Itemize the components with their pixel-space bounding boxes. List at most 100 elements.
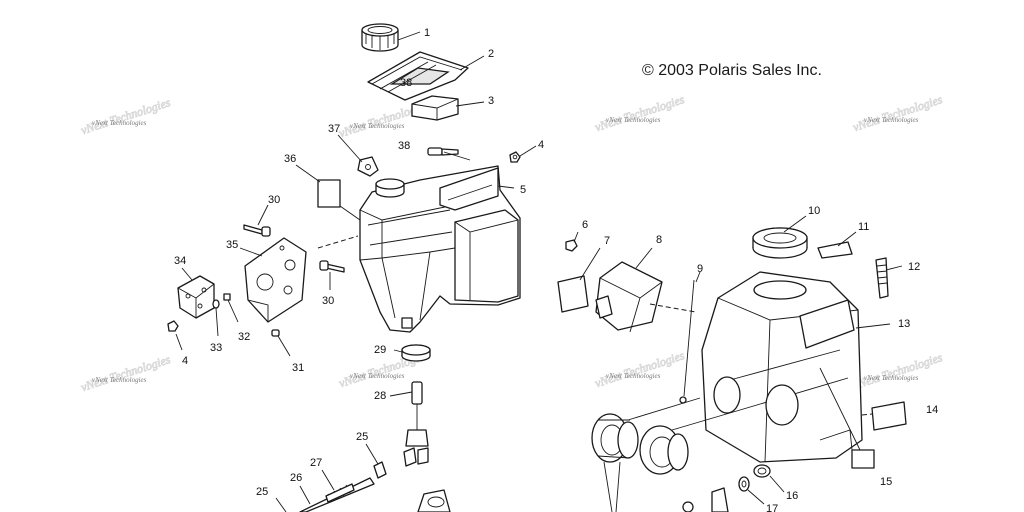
part-sensor-28 [403, 381, 429, 467]
callout-7: 7 [604, 235, 610, 247]
callout-30-top: 30 [268, 194, 280, 206]
alignment-line-8-9 [649, 303, 697, 313]
callout-4-top: 4 [538, 139, 544, 151]
watermark-text: vNext Technologies [606, 116, 661, 124]
callout-15: 15 [880, 476, 892, 488]
copyright-notice: © 2003 Polaris Sales Inc. [642, 62, 822, 79]
callout-30-bottom: 30 [322, 295, 334, 307]
part-screw-30-bottom [319, 260, 345, 273]
part-clamp-bottom [682, 501, 694, 512]
callout-38-left: 38 [398, 140, 410, 152]
callout-2: 2 [488, 48, 494, 60]
part-nut-4-top [509, 151, 521, 163]
part-bracket-bottom [711, 487, 729, 512]
part-screw-31 [271, 329, 280, 337]
callout-13: 13 [898, 318, 910, 330]
watermark-ghost: vNext Technologies [79, 352, 172, 394]
watermark-text: vNext Technologies [606, 372, 661, 380]
watermark-ghost: vNext Technologies [593, 348, 686, 390]
watermark-text: vNext Technologies [864, 374, 919, 382]
part-pin-9 [679, 279, 695, 404]
alignment-line-36-5 [317, 235, 359, 249]
part-bracket-35 [244, 237, 307, 323]
callout-3: 3 [488, 95, 494, 107]
watermark-8: vNext Technologies vNext Technologies [851, 350, 945, 393]
part-decal-11 [817, 241, 853, 259]
part-nut-4-left [167, 320, 179, 332]
watermark-text: vNext Technologies [92, 376, 147, 384]
callout-34: 34 [174, 255, 186, 267]
boot-leader-lines [603, 397, 741, 512]
part-cover [367, 51, 469, 101]
callout-33: 33 [210, 342, 222, 354]
leader-lines [175, 31, 903, 512]
callout-17: 17 [766, 503, 778, 512]
watermark-text: vNext Technologies [350, 122, 405, 130]
part-housing-22 [417, 489, 451, 512]
callout-16: 16 [786, 490, 798, 502]
callout-12: 12 [908, 261, 920, 273]
part-block [411, 95, 459, 121]
watermark-ghost: vNext Technologies [851, 350, 944, 392]
callout-25-right: 25 [356, 431, 368, 443]
part-screw-30-top [243, 224, 271, 237]
alignment-line-13-14 [861, 413, 873, 416]
watermark-4: vNext Technologies vNext Technologies [851, 92, 945, 135]
part-sleeve-25-top [373, 461, 387, 479]
callout-37: 37 [328, 123, 340, 135]
part-boot-right [639, 425, 689, 475]
callout-1: 1 [424, 27, 430, 39]
part-bolt-38 [427, 147, 459, 156]
callout-27: 27 [310, 457, 322, 469]
part-switch-34 [177, 275, 215, 319]
part-grommet-16 [753, 464, 771, 478]
part-airbox-13 [701, 271, 863, 463]
callout-4-left: 4 [182, 355, 188, 367]
callout-32: 32 [238, 331, 250, 343]
callout-labels: 1 2 3 4 5 6 7 8 9 10 11 12 13 14 15 16 1… [174, 27, 938, 512]
callout-28: 28 [374, 390, 386, 402]
watermark-5: vNext Technologies vNext Technologies [79, 352, 173, 395]
watermark-1: vNext Technologies vNext Technologies [79, 95, 173, 138]
watermark-ghost: vNext Technologies [851, 92, 944, 134]
callout-9: 9 [697, 263, 703, 275]
watermark-text: vNext Technologies [92, 119, 147, 127]
part-reservoir [359, 165, 521, 333]
part-grommet-29 [401, 344, 431, 362]
part-ring-10 [752, 227, 808, 259]
part-plate-32 [223, 293, 231, 301]
watermark-text: vNext Technologies [350, 372, 405, 380]
callout-8: 8 [656, 234, 662, 246]
callout-31: 31 [292, 362, 304, 374]
part-spring-27 [325, 483, 355, 503]
watermark-7: vNext Technologies vNext Technologies [593, 348, 687, 391]
callout-25-left: 25 [256, 486, 268, 498]
part-washer-17 [738, 476, 750, 492]
part-grommet-6 [565, 239, 578, 252]
callout-29: 29 [374, 344, 386, 356]
part-decal-15 [851, 449, 875, 469]
part-decal-14 [871, 401, 907, 431]
part-tab-12 [875, 257, 889, 299]
callout-5: 5 [520, 184, 526, 196]
callout-10: 10 [808, 205, 820, 217]
part-clip-37 [357, 156, 379, 177]
part-cap [361, 23, 399, 52]
watermark-3: vNext Technologies vNext Technologies [593, 92, 687, 135]
callout-35: 35 [226, 239, 238, 251]
watermark-text: vNext Technologies [864, 116, 919, 124]
part-boot-left [591, 413, 639, 463]
callout-36: 36 [284, 153, 296, 165]
part-module-8 [595, 261, 663, 333]
callout-11: 11 [858, 221, 869, 233]
callout-14: 14 [926, 404, 938, 416]
callout-6: 6 [582, 219, 588, 231]
watermark-ghost: vNext Technologies [79, 95, 172, 137]
part-decal-7 [557, 275, 589, 313]
watermark-ghost: vNext Technologies [593, 92, 686, 134]
callout-26: 26 [290, 472, 302, 484]
callout-38-cover: 38 [400, 77, 412, 89]
part-label-36 [317, 179, 341, 208]
